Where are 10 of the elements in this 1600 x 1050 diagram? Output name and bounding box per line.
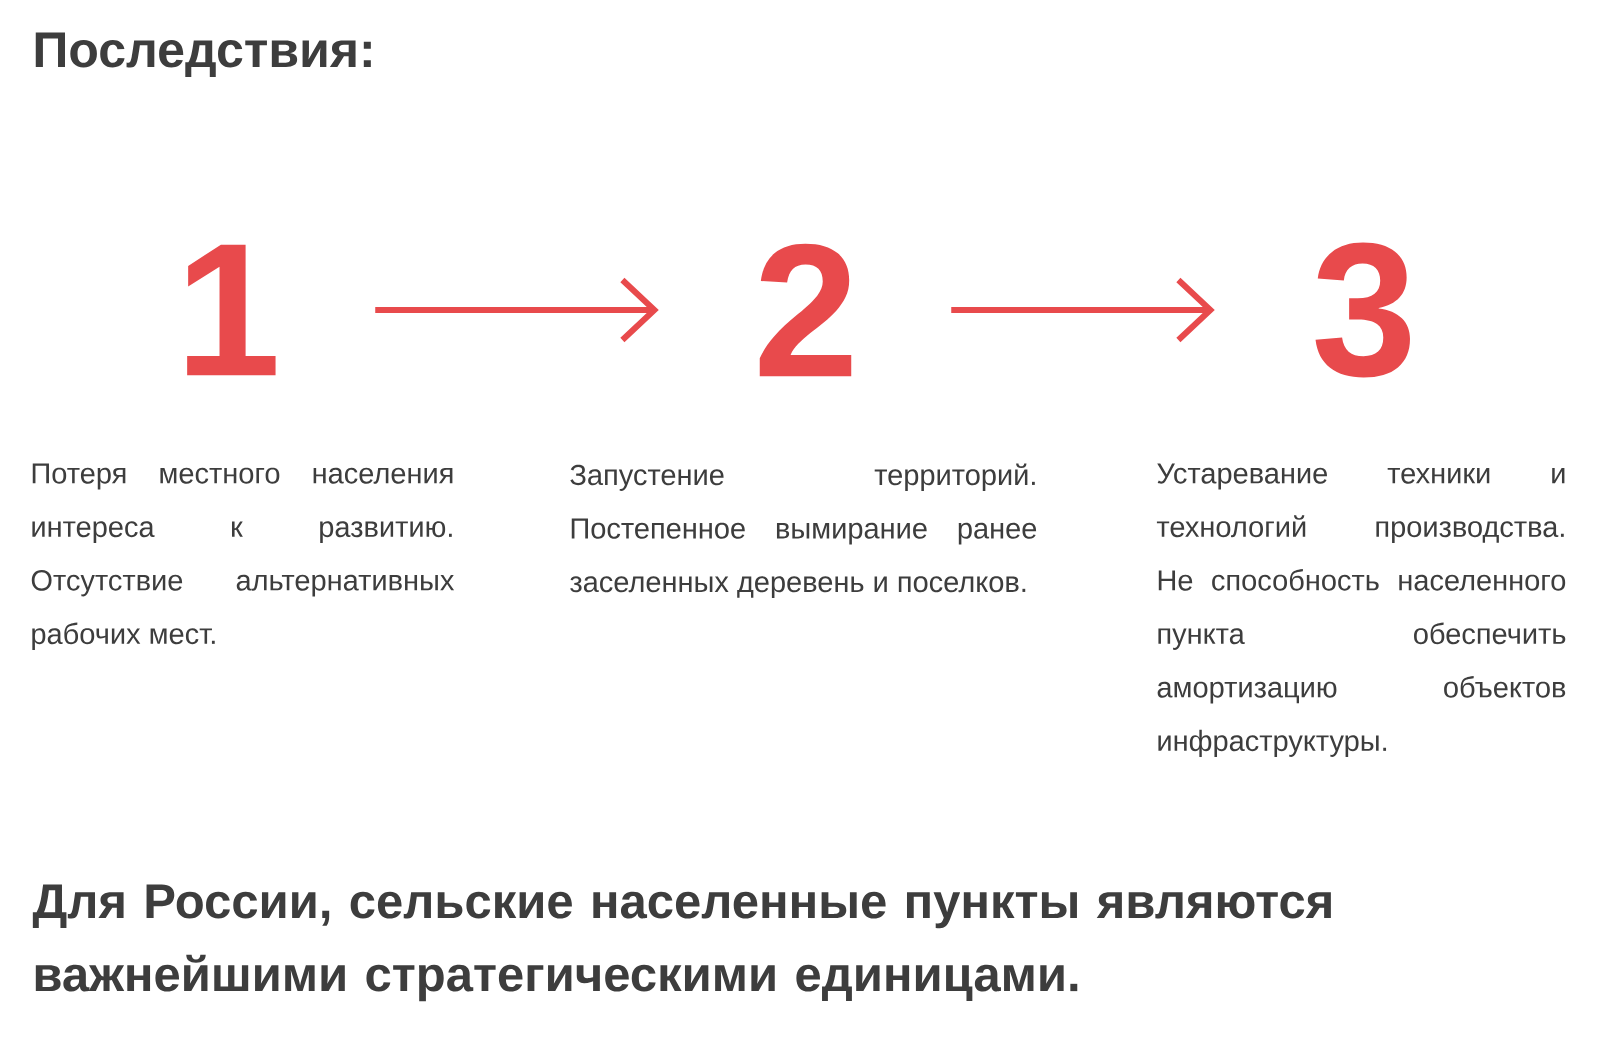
arrow [951, 277, 1215, 343]
description-text: Устаревание техники и технологий производства. Не способность населенного пункта обеспечить амортизацию объектов инфраструктуры. [1156, 463, 1566, 757]
description-text: Запустение территорий. Постепенное вымирание ранее заселенных деревень и поселков. [570, 463, 1037, 598]
arrow [375, 277, 659, 343]
step-number: 1 [187, 244, 276, 376]
caption-text: Для России, сельские населенные пункты являются важнейшими стратегическими единицами. [32, 884, 1331, 1002]
step-number: 2 [759, 243, 852, 377]
step-number: 3 [1315, 242, 1410, 378]
heading: Последствия: [35, 32, 371, 77]
description-text: Потеря местного населения интереса к развитию. Отсутствие альтернативных рабочих мест. [31, 463, 455, 650]
